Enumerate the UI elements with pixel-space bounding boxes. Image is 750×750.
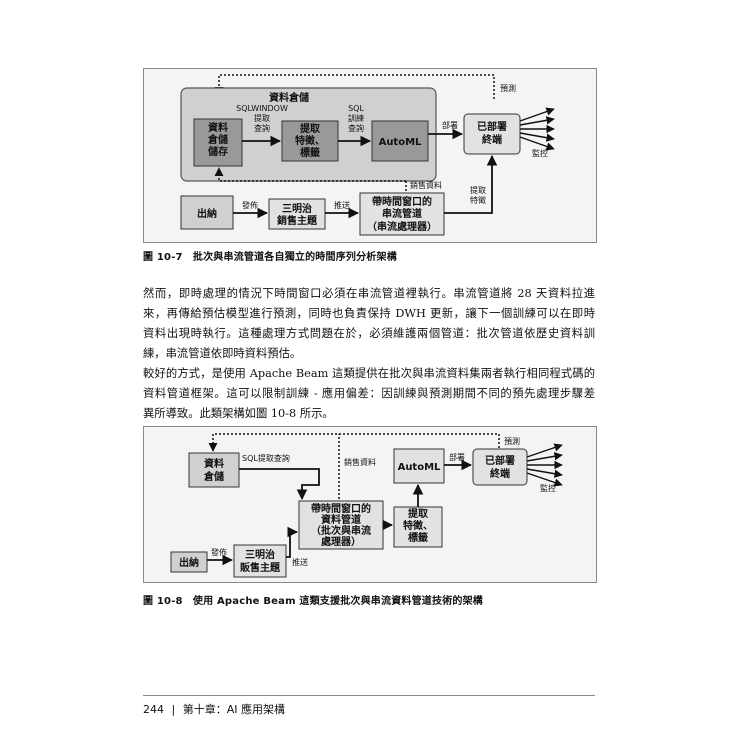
figure-10-7-caption: 圖 10-7 批次與串流管道各自獨立的時間序列分析架構 xyxy=(143,252,397,263)
arrow-warehouse-to-pipeline xyxy=(239,468,320,501)
monitor-label: 監控 xyxy=(540,483,556,493)
monitor-arrow-1 xyxy=(526,443,563,458)
automl-box xyxy=(371,120,429,162)
monitor-arrow-5 xyxy=(526,472,563,487)
deploy-label: 部署 xyxy=(442,120,458,130)
push-label: 推送 xyxy=(292,557,308,567)
sandwich-label-line2: 販售主題 xyxy=(240,561,281,574)
monitor-arrow-2 xyxy=(519,116,555,126)
pipeline-label-line3: （批次與串流 xyxy=(311,524,371,537)
monitor-arrow-5 xyxy=(519,136,555,151)
publish-label: 發佈 xyxy=(211,547,227,557)
paragraph-1-line: 然而，即時處理的情況下時間窗口必須在串流管道裡執行。串流管道將 28 天資料拉進 xyxy=(143,287,595,300)
paragraph-2-line: 異所導致。此類架構如圖 10-8 所示。 xyxy=(143,407,334,420)
sandwich-label-line2: 銷售主題 xyxy=(277,214,318,227)
endpoint-box xyxy=(463,113,521,155)
extract-label-line3: 標籤 xyxy=(300,146,320,159)
store-box xyxy=(193,118,243,167)
page-number: 244 xyxy=(143,703,164,716)
arrow-stream-to-endpoint xyxy=(444,154,498,214)
endpoint-label-line2: 終端 xyxy=(482,133,502,146)
paragraph-1-line: 來，再傳給預估模型進行預測，同時也負責保持 DWH 更新，讓下一個訓練可以在即時 xyxy=(143,307,595,320)
extract-label-line2: 特徵、 xyxy=(295,134,325,147)
extract-box xyxy=(281,120,339,162)
extract-feature-label-line2: 特徵 xyxy=(470,195,486,205)
extract-feature-label-line1: 提取 xyxy=(470,185,486,195)
warehouse-label-line2: 倉儲 xyxy=(203,470,224,483)
sandwich-label-line1: 三明治 xyxy=(282,202,312,215)
automl-label: AutoML xyxy=(398,462,441,473)
pipeline-label-line4: 處理器） xyxy=(321,535,361,548)
push-label: 推送 xyxy=(334,200,350,210)
sql-query-label: SQL提取查詢 xyxy=(242,453,290,463)
stream-label-line2: 串流管道 xyxy=(382,207,422,220)
endpoint-label-line1: 已部署 xyxy=(477,120,507,133)
sandwich-label-line1: 三明治 xyxy=(245,548,275,561)
extract-label-line1: 提取 xyxy=(408,507,429,520)
monitor-arrow-4 xyxy=(526,468,563,478)
pipeline-label-line2: 資料管道 xyxy=(321,513,361,526)
publish-label: 發佈 xyxy=(242,200,258,210)
sales-data-label: 銷售資料 xyxy=(344,457,376,467)
paragraph-2-line: 資料管道框架。這可以限制訓練 - 應用偏差：因訓練與預測期間不同的預先處理步驟差 xyxy=(143,387,595,400)
figure-10-7-diagram: 資料倉儲 資料 倉儲 儲存 SQLWINDOW 提取 查詢 提取 特徵、 標籤 … xyxy=(180,74,555,236)
pipeline-label-line1: 帶時間窗口的 xyxy=(311,502,371,515)
endpoint-label-line1: 已部署 xyxy=(485,454,515,467)
extract-box xyxy=(393,506,443,548)
figure-10-8-diagram: 預測 資料 倉儲 SQL提取查詢 銷售資料 帶時間窗口的 資料管道 （批次與串流… xyxy=(170,433,563,578)
automl-label: AutoML xyxy=(379,137,422,148)
footer-rule xyxy=(143,695,595,696)
sql-train-label-line1: SQL xyxy=(348,104,364,113)
figure-10-8: 預測 資料 倉儲 SQL提取查詢 銷售資料 帶時間窗口的 資料管道 （批次與串流… xyxy=(143,426,597,583)
predict-feedback-line xyxy=(208,433,500,452)
store-label-line3: 儲存 xyxy=(207,145,228,158)
arrow-sandwich-to-pipeline xyxy=(286,526,299,558)
endpoint-label-line2: 終端 xyxy=(490,467,510,480)
checkout-box xyxy=(170,551,208,573)
store-label-line1: 資料 xyxy=(208,121,228,134)
sales-data-label: 銷售資料 xyxy=(410,180,442,190)
monitor-arrow-1 xyxy=(519,107,555,122)
footer-separator: | xyxy=(171,703,176,716)
warehouse-box xyxy=(188,452,240,488)
chapter-title: 第十章：AI 應用架構 xyxy=(182,703,285,716)
monitor-label: 監控 xyxy=(532,148,548,158)
extract-label-line1: 提取 xyxy=(300,122,321,135)
paragraph-2-line: 較好的方式，是使用 Apache Beam 這類提供在批次與串流資料集兩者執行相… xyxy=(143,367,595,380)
monitor-arrow-2 xyxy=(526,452,563,462)
page-footer: 244 | 第十章：AI 應用架構 xyxy=(143,701,289,717)
sql-train-label-line2: 訓練 xyxy=(348,113,364,123)
sandwich-box xyxy=(233,544,287,578)
sqlwindow-label-line2: 提取 xyxy=(254,113,270,123)
paragraph-2: 較好的方式，是使用 Apache Beam 這類提供在批次與串流資料集兩者執行相… xyxy=(143,364,595,424)
warehouse-label-line1: 資料 xyxy=(204,457,224,470)
predict-label: 預測 xyxy=(504,436,520,446)
stream-label-line3: （串流處理器） xyxy=(367,220,437,233)
stream-box xyxy=(359,192,445,236)
store-label-line2: 倉儲 xyxy=(207,133,228,146)
predict-feedback-line xyxy=(214,74,495,99)
stream-label-line1: 帶時間窗口的 xyxy=(372,195,432,208)
monitor-arrow-4 xyxy=(519,132,555,142)
deploy-label: 部署 xyxy=(449,452,465,462)
checkout-label: 出納 xyxy=(197,207,217,220)
sql-train-label-line3: 查詢 xyxy=(348,123,364,133)
extract-label-line2: 特徵、 xyxy=(403,519,433,532)
figure-10-7: 資料倉儲 資料 倉儲 儲存 SQLWINDOW 提取 查詢 提取 特徵、 標籤 … xyxy=(143,68,597,243)
automl-box xyxy=(393,448,445,484)
sqlwindow-label-line1: SQLWINDOW xyxy=(236,104,288,113)
extract-label-line3: 標籤 xyxy=(408,531,428,544)
warehouse-title: 資料倉儲 xyxy=(269,91,309,104)
sqlwindow-label-line3: 查詢 xyxy=(254,123,270,133)
predict-label: 預測 xyxy=(500,83,516,93)
paragraph-1: 然而，即時處理的情況下時間窗口必須在串流管道裡執行。串流管道將 28 天資料拉進… xyxy=(143,284,595,364)
checkout-label: 出納 xyxy=(179,556,199,569)
sandwich-box xyxy=(268,198,326,230)
endpoint-box xyxy=(472,448,528,486)
paragraph-1-line: 練，串流管道依即時資料預估。 xyxy=(143,347,302,360)
paragraph-1-line: 資料出現時執行。這種處理方式問題在於，必須維護兩個管道：批次管道依歷史資料訓 xyxy=(143,327,595,340)
figure-10-8-caption: 圖 10-8 使用 Apache Beam 這類支援批次與串流資料管道技術的架構 xyxy=(143,596,483,607)
